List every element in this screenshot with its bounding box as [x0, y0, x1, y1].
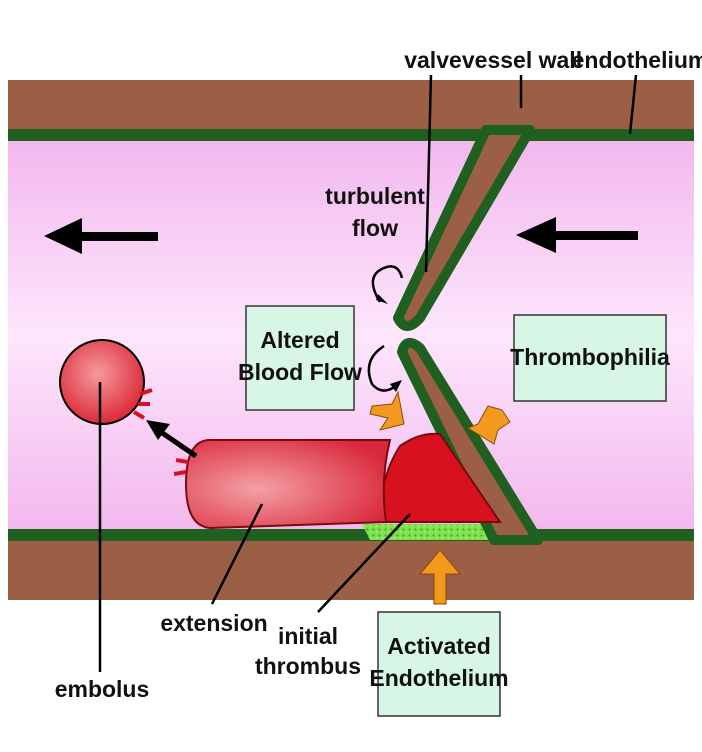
altered-blood-flow-box — [245, 305, 355, 411]
label-valve: valve — [404, 47, 462, 73]
label-initial-line2: thrombus — [255, 653, 361, 679]
activated-endothelium-region — [362, 524, 522, 540]
label-embolus: embolus — [55, 676, 150, 702]
label-turbulent-line2: flow — [352, 215, 398, 241]
orange-arrow-thrombophilia — [466, 405, 511, 445]
box-thrombophilia: Thrombophilia — [510, 344, 670, 370]
leader-lines — [98, 74, 638, 672]
flow-arrow-right — [516, 217, 638, 253]
vessel-wall-top — [8, 80, 694, 132]
orange-arrow-activated-endothelium — [418, 549, 462, 605]
thrombophilia-box — [513, 314, 667, 402]
box-altered-line1: Altered — [260, 327, 339, 353]
label-endothelium: endothelium — [572, 47, 702, 73]
thrombus-extension — [184, 439, 392, 530]
valve-lower-leaflet — [397, 337, 543, 545]
label-turbulent-line1: turbulent — [325, 183, 425, 209]
activated-endothelium-box — [377, 611, 501, 717]
turbulent-flow-curls — [367, 265, 404, 392]
label-initial-line1: initial — [278, 623, 338, 649]
box-altered-line2: Blood Flow — [238, 359, 362, 385]
label-vessel-wall: vessel wall — [462, 47, 582, 73]
flow-arrow-left — [44, 218, 158, 254]
embolization-arrow — [156, 427, 198, 459]
embolus-fringe — [132, 388, 153, 420]
box-activated-line1: Activated — [387, 633, 491, 659]
embolus-shape — [59, 339, 145, 425]
valve-upper-leaflet — [393, 125, 535, 331]
embolization-arrowhead — [146, 420, 170, 440]
endothelium-bottom — [8, 529, 694, 541]
orange-arrow-altered-flow — [369, 390, 405, 431]
endothelium-top — [8, 129, 694, 141]
label-extension: extension — [160, 610, 267, 636]
vessel-wall-bottom — [8, 540, 694, 600]
box-activated-line2: Endothelium — [369, 665, 508, 691]
